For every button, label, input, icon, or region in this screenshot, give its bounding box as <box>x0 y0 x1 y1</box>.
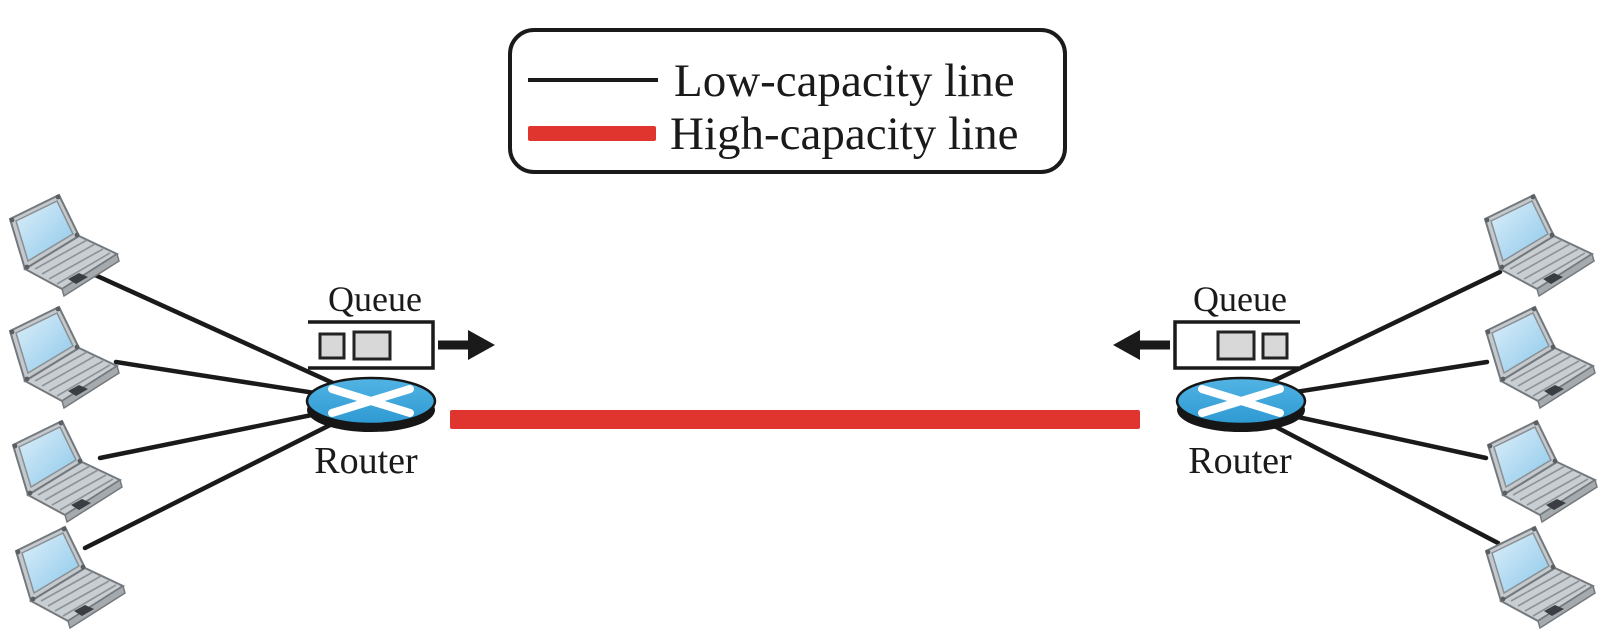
legend: Low-capacity line High-capacity line <box>508 28 1067 174</box>
host-laptop-right-4 <box>1484 525 1596 629</box>
queue-box-icon <box>1173 320 1300 370</box>
low-capacity-link-line <box>1235 404 1501 546</box>
low-capacity-link-line <box>1235 269 1503 401</box>
right-arrow-icon <box>438 330 495 360</box>
high-capacity-link-line <box>450 410 1140 429</box>
queue-box-icon <box>308 320 435 370</box>
right-queue: Queue <box>1113 279 1300 370</box>
right-queue-label: Queue <box>1193 279 1287 319</box>
queue-packet <box>352 330 392 361</box>
low-capacity-link-line <box>92 272 369 401</box>
queue-packet <box>1216 330 1256 361</box>
left-queue: Queue <box>308 279 495 370</box>
host-laptop-left-4 <box>14 525 127 629</box>
host-laptop-right-1 <box>1483 193 1595 297</box>
low-capacity-link-line <box>82 404 369 551</box>
high-capacity-line-swatch <box>528 126 656 141</box>
host-laptop-right-2 <box>1484 305 1596 409</box>
host-laptop-left-2 <box>8 305 121 409</box>
right-router-label: Router <box>1188 440 1292 482</box>
legend-label-low-capacity: Low-capacity line <box>674 55 1015 107</box>
queue-packet <box>1261 332 1289 360</box>
host-laptop-right-3 <box>1486 419 1598 523</box>
left-router-label: Router <box>314 440 418 482</box>
left-router-icon <box>307 378 435 432</box>
left-queue-label: Queue <box>328 279 422 319</box>
right-router-icon <box>1177 378 1305 432</box>
left-arrow-icon <box>1113 330 1170 360</box>
queue-packet <box>318 332 346 360</box>
host-laptop-left-3 <box>11 419 124 523</box>
legend-label-high-capacity: High-capacity line <box>670 108 1018 160</box>
